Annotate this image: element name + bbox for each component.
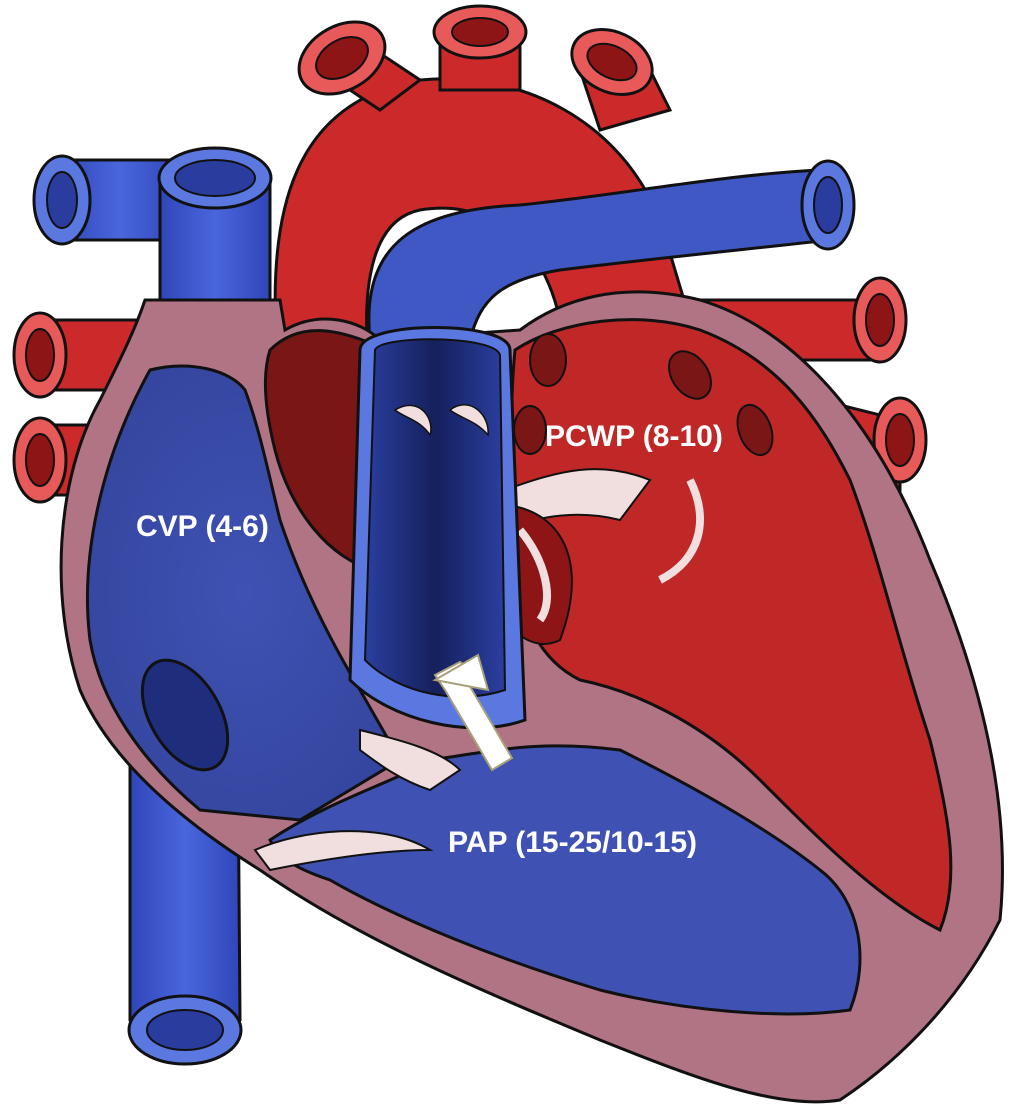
left-pulmonary-artery-branch (34, 156, 180, 244)
label-cvp: CVP (4-6) (136, 510, 269, 543)
label-pap: PAP (15-25/10-15) (448, 826, 697, 859)
label-pcwp: PCWP (8-10) (545, 420, 723, 453)
superior-vena-cava (159, 148, 271, 300)
pulmonary-artery (350, 328, 525, 728)
